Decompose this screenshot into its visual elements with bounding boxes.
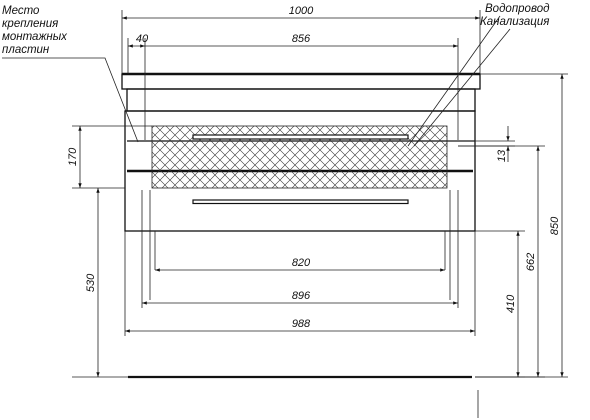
dim-410: 410: [505, 294, 517, 313]
label-water: Водопровод: [485, 3, 549, 15]
countertop: [121, 73, 481, 90]
dim-40: 40: [136, 33, 149, 45]
label-mounting-3: монтажных: [2, 31, 68, 43]
dim-820: 820: [292, 257, 311, 269]
mounting-label: Место крепления монтажных пластин: [2, 5, 139, 143]
dim-170: 170: [67, 147, 79, 166]
horizontal-dimensions: 1000 40 856 820 896 988: [121, 5, 481, 336]
dim-530: 530: [85, 273, 97, 292]
cabinet: [121, 72, 481, 300]
upper-panel: [126, 88, 476, 112]
top-handle: [192, 134, 409, 140]
cabinet-body: [124, 110, 476, 232]
drawer-handle: [192, 199, 409, 205]
dim-662: 662: [525, 253, 537, 271]
utilities-label: Водопровод Канализация: [407, 3, 549, 147]
dim-13: 13: [496, 149, 508, 162]
label-mounting-2: крепления: [2, 18, 58, 30]
label-mounting-1: Место: [2, 5, 40, 17]
vertical-dimensions: 170 530 13 410 662 850: [67, 73, 568, 418]
dim-896: 896: [292, 290, 311, 302]
label-sewer: Канализация: [480, 16, 549, 28]
dim-1000: 1000: [289, 5, 314, 17]
label-mounting-4: пластин: [2, 44, 50, 56]
dim-856: 856: [292, 33, 311, 45]
dim-988: 988: [292, 318, 311, 330]
dim-850: 850: [549, 216, 561, 235]
